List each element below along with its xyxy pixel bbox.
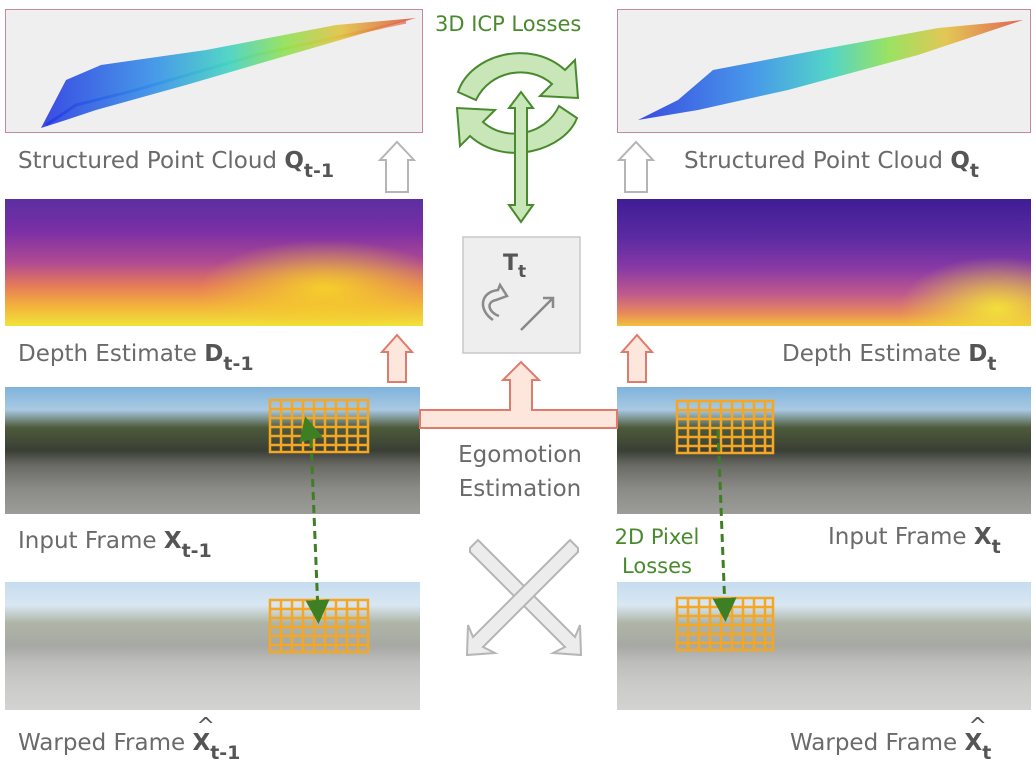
depth-map-right — [617, 199, 1031, 326]
depth-label-left-text: Depth Estimate — [18, 341, 205, 367]
input-label-left-text: Input Frame — [18, 528, 164, 554]
depth-label-left: Depth Estimate Dt-1 — [18, 343, 254, 374]
grid-input-left — [268, 398, 370, 454]
cloud-label-right-text: Structured Point Cloud — [684, 148, 951, 174]
point-cloud-left-plot — [41, 18, 416, 128]
input-label-right-text: Input Frame — [828, 524, 974, 550]
up-arrow-cloud-right — [616, 140, 656, 193]
egomotion-line1: Egomotion — [458, 442, 582, 468]
warped-label-left-text: Warped Frame — [18, 730, 193, 756]
cloud-sub-left: t-1 — [303, 160, 335, 182]
depth-sub-left: t-1 — [223, 353, 254, 375]
hat-right: ^ — [968, 714, 987, 739]
pixel-arrow-right — [712, 429, 737, 622]
warped-sym-left: X — [192, 730, 211, 756]
cloud-sub-right: t — [969, 160, 979, 182]
depth-sym-left: D — [204, 341, 224, 367]
input-sym-right: X — [973, 524, 992, 550]
point-cloud-right-plot — [638, 20, 1023, 120]
pixel-line2: Losses — [622, 554, 692, 578]
cross-arrows — [465, 538, 583, 657]
cloud-label-left-text: Structured Point Cloud — [18, 148, 285, 174]
warped-frame-right — [617, 582, 1031, 710]
transform-box — [462, 236, 581, 354]
grid-warped-left — [268, 598, 370, 654]
depth-sub-right: t — [987, 353, 997, 375]
warped-label-left: Warped Frame ^Xt-1 — [18, 716, 241, 764]
up-arrow-cloud-left — [377, 140, 417, 193]
up-arrow-depth-right — [619, 333, 655, 383]
input-sub-right: t — [991, 536, 1001, 558]
cloud-sym-right: Q — [950, 148, 970, 174]
grid-input-right — [675, 399, 775, 455]
warped-sub-right: t — [982, 742, 992, 764]
input-label-right: Input Frame Xt — [828, 526, 1001, 557]
hat-left: ^ — [196, 714, 215, 739]
cloud-sym-left: Q — [284, 148, 304, 174]
transform-sub: t — [518, 262, 527, 282]
icp-vertical-arrow — [507, 90, 535, 224]
point-cloud-left — [5, 9, 423, 133]
transform-symbol: Tt — [503, 253, 526, 281]
pixel-line1: 2D Pixel — [614, 525, 700, 549]
egomotion-label: Egomotion Estimation — [450, 438, 590, 506]
warped-label-right: Warped Frame ^Xt — [790, 716, 992, 764]
translation-icon — [520, 296, 555, 331]
input-sub-left: t-1 — [181, 540, 212, 562]
egomotion-arrow — [419, 360, 618, 429]
depth-sym-right: D — [968, 341, 988, 367]
cloud-label-right: Structured Point Cloud Qt — [684, 150, 979, 181]
input-label-left: Input Frame Xt-1 — [18, 530, 212, 561]
depth-label-right-text: Depth Estimate — [782, 341, 969, 367]
pixel-losses-label: 2D Pixel Losses — [608, 523, 706, 581]
input-frame-right — [617, 387, 1031, 514]
rotation-icon — [481, 282, 509, 322]
transform-sym: T — [503, 251, 519, 276]
egomotion-line2: Estimation — [458, 476, 582, 502]
depth-map-left — [5, 199, 423, 326]
icp-arrow-top — [456, 52, 580, 102]
icp-label: 3D ICP Losses — [435, 12, 582, 36]
point-cloud-right — [617, 9, 1031, 133]
warped-sub-left: t-1 — [210, 742, 241, 764]
warped-label-right-text: Warped Frame — [790, 730, 965, 756]
up-arrow-depth-left — [379, 333, 415, 383]
pixel-arrow-left — [305, 439, 330, 624]
icp-arrow-bottom — [455, 104, 579, 154]
input-sym-left: X — [163, 528, 182, 554]
cloud-label-left: Structured Point Cloud Qt-1 — [18, 150, 334, 181]
depth-label-right: Depth Estimate Dt — [782, 343, 996, 374]
warped-sym-right: X — [964, 730, 983, 756]
